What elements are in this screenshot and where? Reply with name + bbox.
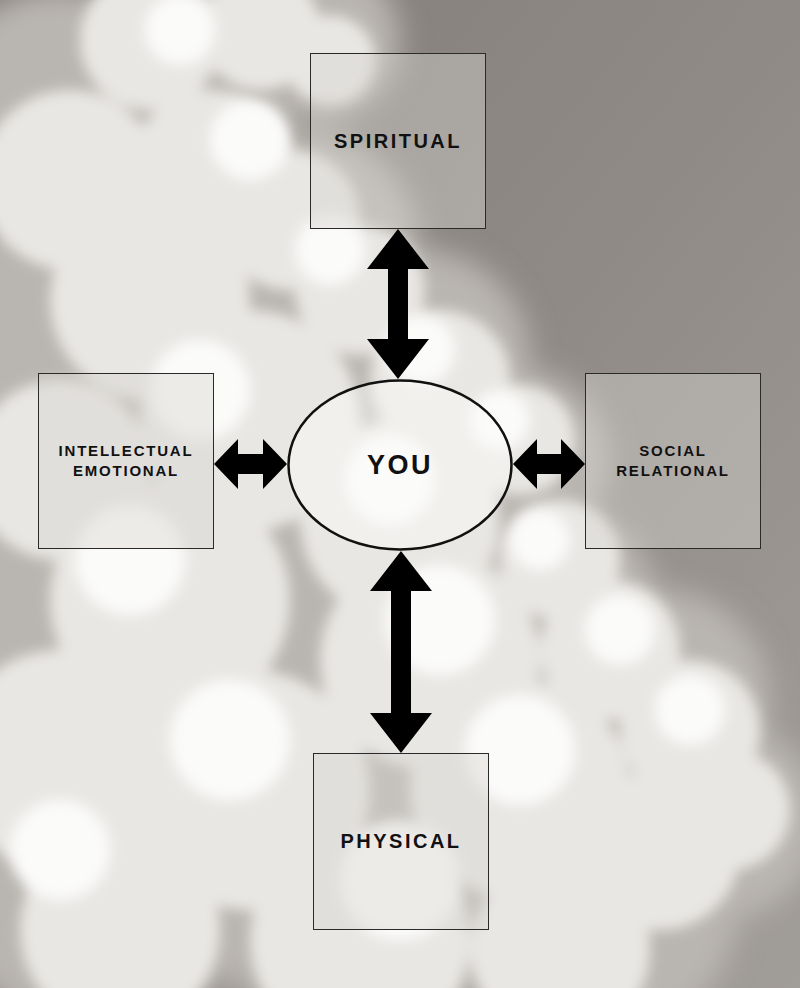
node-label: YOU <box>367 447 433 483</box>
cloud-puff <box>470 860 650 988</box>
node-label: SOCIAL RELATIONAL <box>595 441 751 482</box>
aspect-box: SPIRITUAL <box>310 53 486 229</box>
node-label: PHYSICAL <box>340 828 461 855</box>
node-label: SPIRITUAL <box>334 128 462 155</box>
cloud-puff <box>655 675 725 745</box>
cloud-puff <box>210 100 290 180</box>
cloud-puff <box>585 595 655 665</box>
ellipse-shape <box>289 381 512 550</box>
double-arrow <box>370 551 432 753</box>
cloud-puff <box>10 800 110 900</box>
double-arrow <box>513 439 585 489</box>
double-arrow <box>214 439 287 489</box>
aspect-box: INTELLECTUAL EMOTIONAL <box>38 373 214 549</box>
cloud-puff <box>145 0 215 65</box>
double-arrow <box>367 229 429 379</box>
aspect-box: PHYSICAL <box>313 753 489 930</box>
node-label: INTELLECTUAL EMOTIONAL <box>48 441 204 482</box>
center-ellipse: YOU <box>287 379 513 551</box>
aspect-box: SOCIAL RELATIONAL <box>585 373 761 549</box>
cloud-puff <box>510 510 570 570</box>
cloud-puff <box>170 680 290 800</box>
